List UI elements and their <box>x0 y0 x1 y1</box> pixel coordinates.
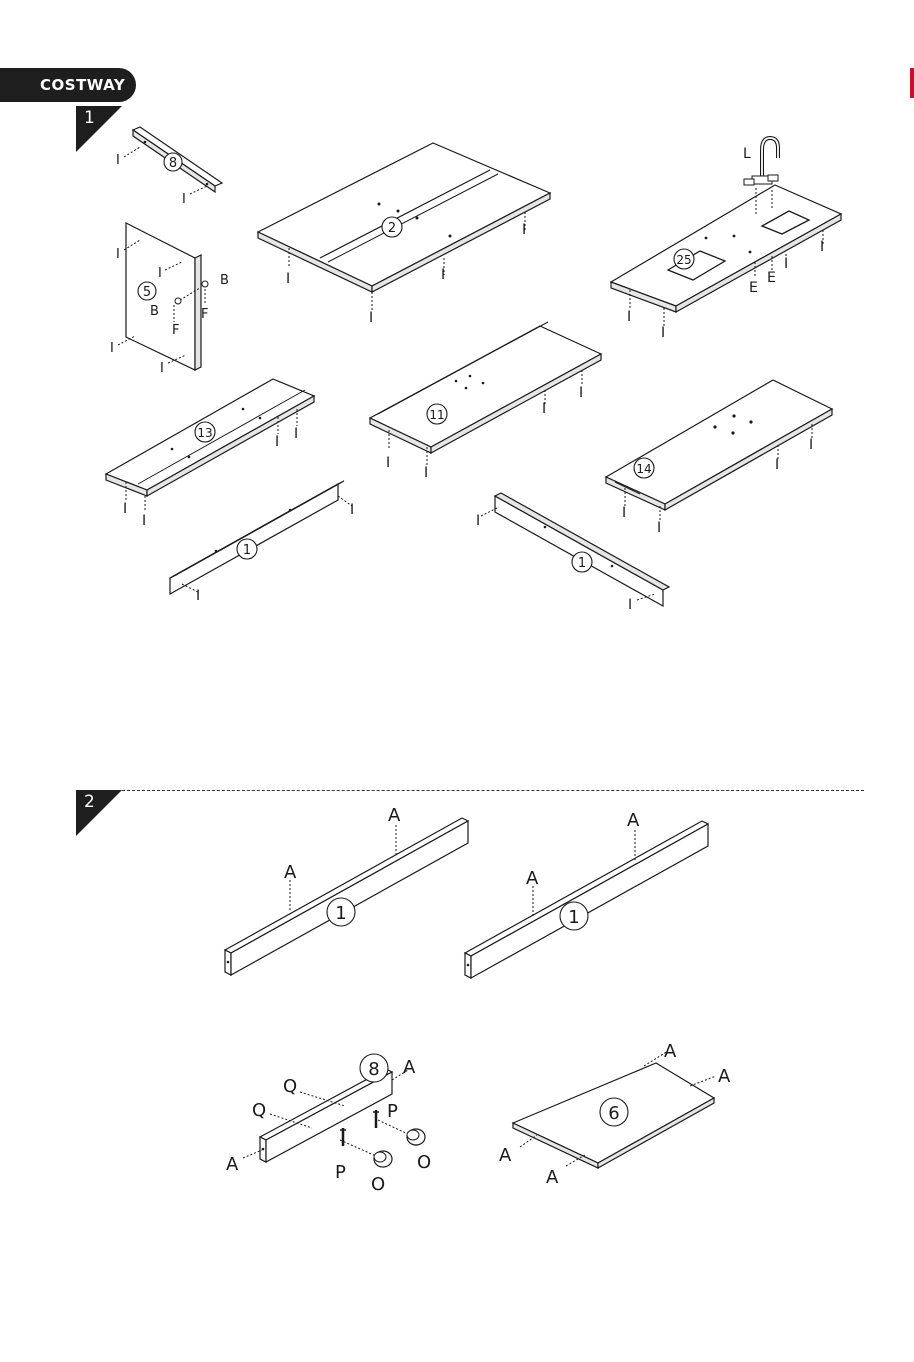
step1-rail-1-left: 1 I I <box>170 481 354 604</box>
step1-hw-f: F <box>172 323 179 338</box>
step2-part-1-number: 1 <box>335 903 346 924</box>
step1-hw-e: E <box>767 270 776 286</box>
step2-part-8-number: 8 <box>368 1059 379 1080</box>
step1-hw-i: I <box>116 153 120 168</box>
step1-hw-i: I <box>196 588 200 604</box>
step1-panel-2: 2 I I I I <box>258 143 550 326</box>
step1-hw-i: I <box>522 222 526 238</box>
step1-hw-i: I <box>424 465 428 481</box>
step1-hw-f: F <box>201 307 208 322</box>
step2-hw-a: A <box>403 1057 416 1078</box>
step2-hw-a: A <box>526 868 539 889</box>
step1-hw-i: I <box>160 361 164 376</box>
step1-hw-i: I <box>661 325 665 341</box>
step2-hw-a: A <box>226 1154 239 1175</box>
step2-hw-q: Q <box>252 1100 266 1121</box>
step1-panel-5: 5 I I I I B B F F <box>110 223 229 376</box>
step2-hw-a: A <box>284 862 297 883</box>
step1-hw-i: I <box>182 192 186 207</box>
step2-panel-6: 6 A A A A <box>499 1041 731 1188</box>
step1-part-1-number: 1 <box>578 556 586 571</box>
step1-panel-13: 13 I I I I <box>106 379 314 529</box>
step1-hw-i: I <box>809 437 813 453</box>
step2-hw-a: A <box>499 1145 512 1166</box>
step1-hw-i: I <box>476 513 480 529</box>
step1-hw-i: I <box>441 267 445 283</box>
step1-hw-i: I <box>622 505 626 521</box>
step2-hw-p: P <box>335 1162 346 1183</box>
cam-bolt-icon <box>373 1110 379 1128</box>
step1-hw-i: I <box>294 426 298 442</box>
step1-part-14-number: 14 <box>636 462 651 476</box>
step1-hw-i: I <box>275 434 279 450</box>
step2-hw-a: A <box>664 1041 677 1062</box>
step2-rail-1-left: 1 A A <box>225 805 468 975</box>
step2-hw-q: Q <box>283 1076 297 1097</box>
step1-part-5-number: 5 <box>143 285 151 300</box>
step2-rail-1-right: 1 A A <box>465 810 708 978</box>
cam-bolt-icon <box>340 1128 346 1146</box>
step1-panel-14: 14 I I I I <box>606 380 832 536</box>
step2-hw-a: A <box>718 1066 731 1087</box>
step1-part-8-number: 8 <box>169 156 177 171</box>
step1-hw-i: I <box>542 401 546 417</box>
step1-hw-i: I <box>386 455 390 471</box>
step1-hw-i: I <box>350 502 354 518</box>
step1-hw-i: I <box>657 520 661 536</box>
step1-hw-b: B <box>220 273 229 288</box>
step1-hw-i: I <box>110 341 114 356</box>
step2-hw-p: P <box>387 1101 398 1122</box>
step1-hw-l: L <box>743 146 751 162</box>
step1-hw-i: I <box>627 309 631 325</box>
step1-hw-i: I <box>123 501 127 517</box>
step1-hw-i: I <box>142 513 146 529</box>
step1-hw-i: I <box>784 256 788 272</box>
step1-hw-i: I <box>286 271 290 287</box>
step2-hw-o: O <box>417 1152 431 1173</box>
step1-hw-i: I <box>628 597 632 613</box>
step1-panel-8: 8 I I <box>116 127 222 207</box>
step2-part-6-number: 6 <box>608 1103 619 1124</box>
step1-hw-i: I <box>820 239 824 255</box>
step1-hw-i: I <box>158 266 162 281</box>
step1-hw-i: I <box>116 247 120 262</box>
step1-part-2-number: 2 <box>388 221 396 236</box>
step2-hw-a: A <box>546 1167 559 1188</box>
cam-lock-icon <box>374 1151 392 1167</box>
step1-hw-b: B <box>150 304 159 319</box>
step1-part-13-number: 13 <box>197 426 212 440</box>
step1-hw-i: I <box>775 457 779 473</box>
step1-part-11-number: 11 <box>429 408 444 422</box>
step2-hw-o: O <box>371 1174 385 1195</box>
step2-hw-a: A <box>627 810 640 831</box>
cam-lock-icon <box>407 1129 425 1145</box>
step1-hw-e: E <box>749 280 758 296</box>
step2-panel-8: 8 A A Q Q P P O O <box>226 1054 431 1195</box>
step1-hw-i: I <box>579 385 583 401</box>
step1-part-25-number: 25 <box>676 253 691 267</box>
step1-part-1-number: 1 <box>243 543 251 558</box>
step1-rail-1-right: 1 I I <box>476 493 669 613</box>
step1-panel-11: 11 I I I I <box>370 322 601 481</box>
step1-panel-25: 25 L E E I I I I <box>611 138 841 341</box>
step2-hw-a: A <box>388 805 401 826</box>
step1-hw-i: I <box>369 310 373 326</box>
step2-part-1-number: 1 <box>568 907 579 928</box>
